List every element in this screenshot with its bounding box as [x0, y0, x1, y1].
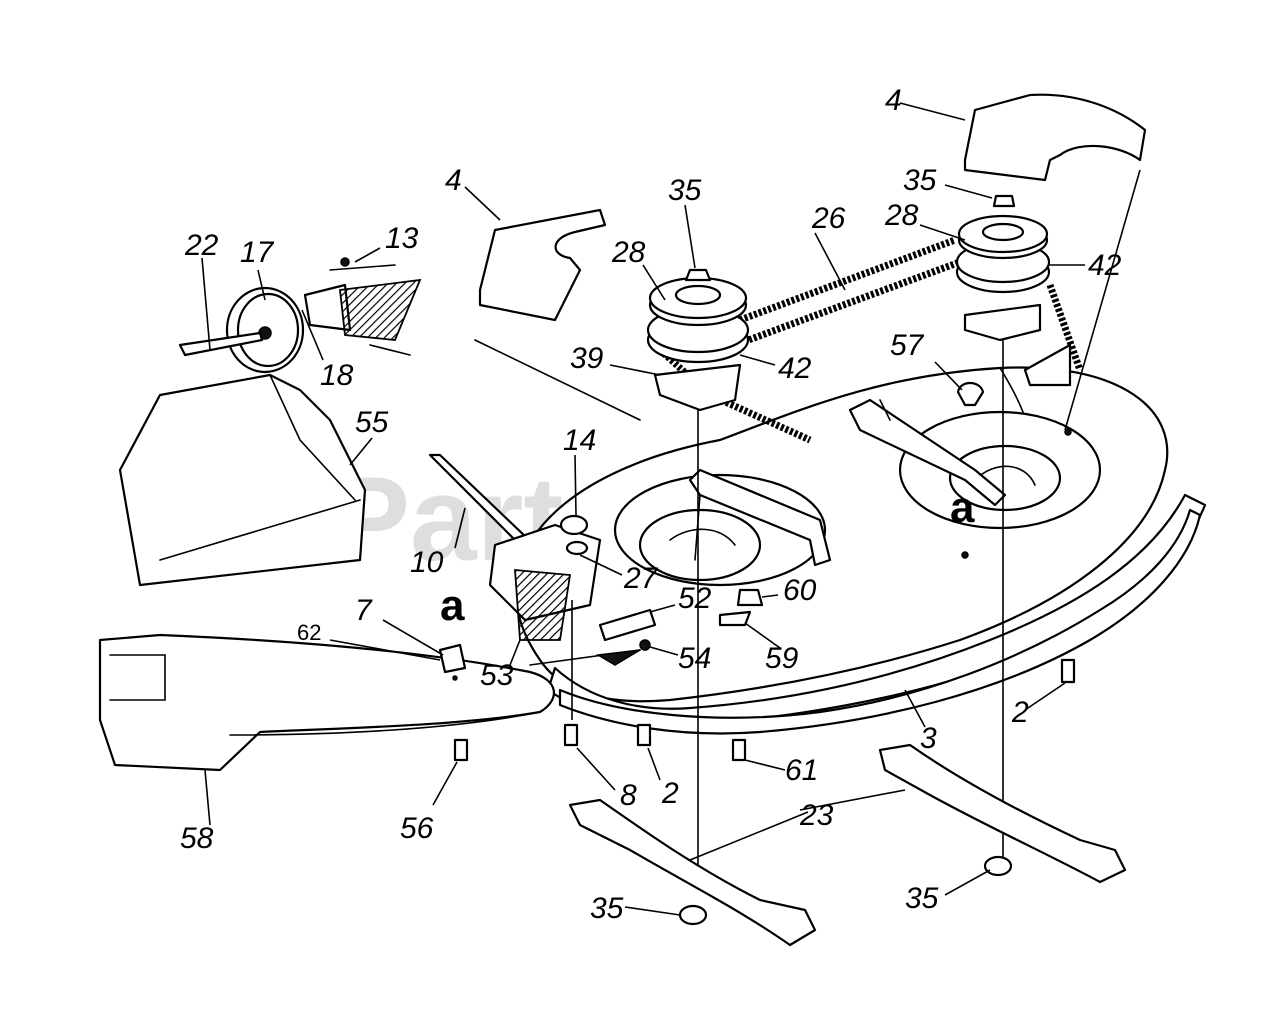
front-skirt	[558, 508, 1202, 735]
callout-3: 3	[920, 722, 937, 755]
callout-57: 57	[890, 329, 925, 362]
callout-62: 62	[297, 620, 321, 645]
callout-59: 59	[765, 642, 799, 675]
callout-28-left: 28	[611, 236, 646, 269]
right-pulley-assembly	[955, 194, 1051, 858]
callout-18: 18	[320, 359, 354, 392]
callout-8: 8	[620, 779, 637, 812]
callout-4-left: 4	[445, 164, 462, 197]
height-adjust-linkage	[428, 453, 657, 720]
callout-52: 52	[678, 582, 712, 615]
deflector-shield	[98, 633, 556, 772]
callout-60: 60	[783, 574, 817, 607]
callout-10: 10	[410, 546, 444, 579]
left-pulley-assembly	[646, 268, 750, 880]
callout-14: 14	[563, 424, 596, 457]
callout-7: 7	[355, 594, 373, 627]
callout-13: 13	[385, 222, 419, 255]
callout-35-blade-left: 35	[590, 892, 624, 925]
callout-28-right: 28	[884, 199, 919, 232]
callout-42-left: 42	[778, 352, 812, 385]
callout-54: 54	[678, 642, 711, 675]
deck-bracket-right	[848, 398, 1007, 507]
arrow-head	[595, 649, 641, 666]
callout-55: 55	[355, 406, 389, 439]
discharge-chute	[118, 373, 367, 587]
reference-mark-a-left: a	[440, 581, 465, 630]
blade-right	[878, 743, 1127, 884]
callout-2-center: 2	[661, 777, 679, 810]
callout-22: 22	[184, 229, 219, 262]
callout-26: 26	[811, 202, 846, 235]
blade-left	[568, 798, 817, 947]
callout-35-right: 35	[903, 164, 937, 197]
callout-53: 53	[480, 659, 514, 692]
hardware-nuts-bolts	[438, 381, 1076, 926]
callout-leaders	[201, 102, 1085, 916]
callout-56: 56	[400, 812, 434, 845]
callout-35-blade-right: 35	[905, 882, 939, 915]
callout-39: 39	[570, 342, 604, 375]
callout-58: 58	[180, 822, 214, 855]
callout-4-right: 4	[885, 84, 902, 117]
belt-guard-small	[1023, 343, 1072, 387]
callout-42-right: 42	[1088, 249, 1122, 282]
callout-35-left: 35	[668, 174, 702, 207]
mower-deck-shell	[514, 366, 1207, 727]
callout-labels: 4 4 35 35 35 35 26 28 28 42 42 39 57 22 …	[180, 84, 1122, 925]
belt-cover-right	[963, 93, 1147, 182]
belt-cover-left	[478, 208, 607, 322]
callout-2-right: 2	[1011, 696, 1029, 729]
callout-61: 61	[785, 754, 818, 787]
callout-27: 27	[623, 562, 659, 595]
reference-mark-a-right: a	[950, 483, 975, 532]
idler-pulley-assembly	[178, 257, 422, 374]
callout-17: 17	[240, 236, 275, 269]
callout-23: 23	[799, 799, 834, 832]
